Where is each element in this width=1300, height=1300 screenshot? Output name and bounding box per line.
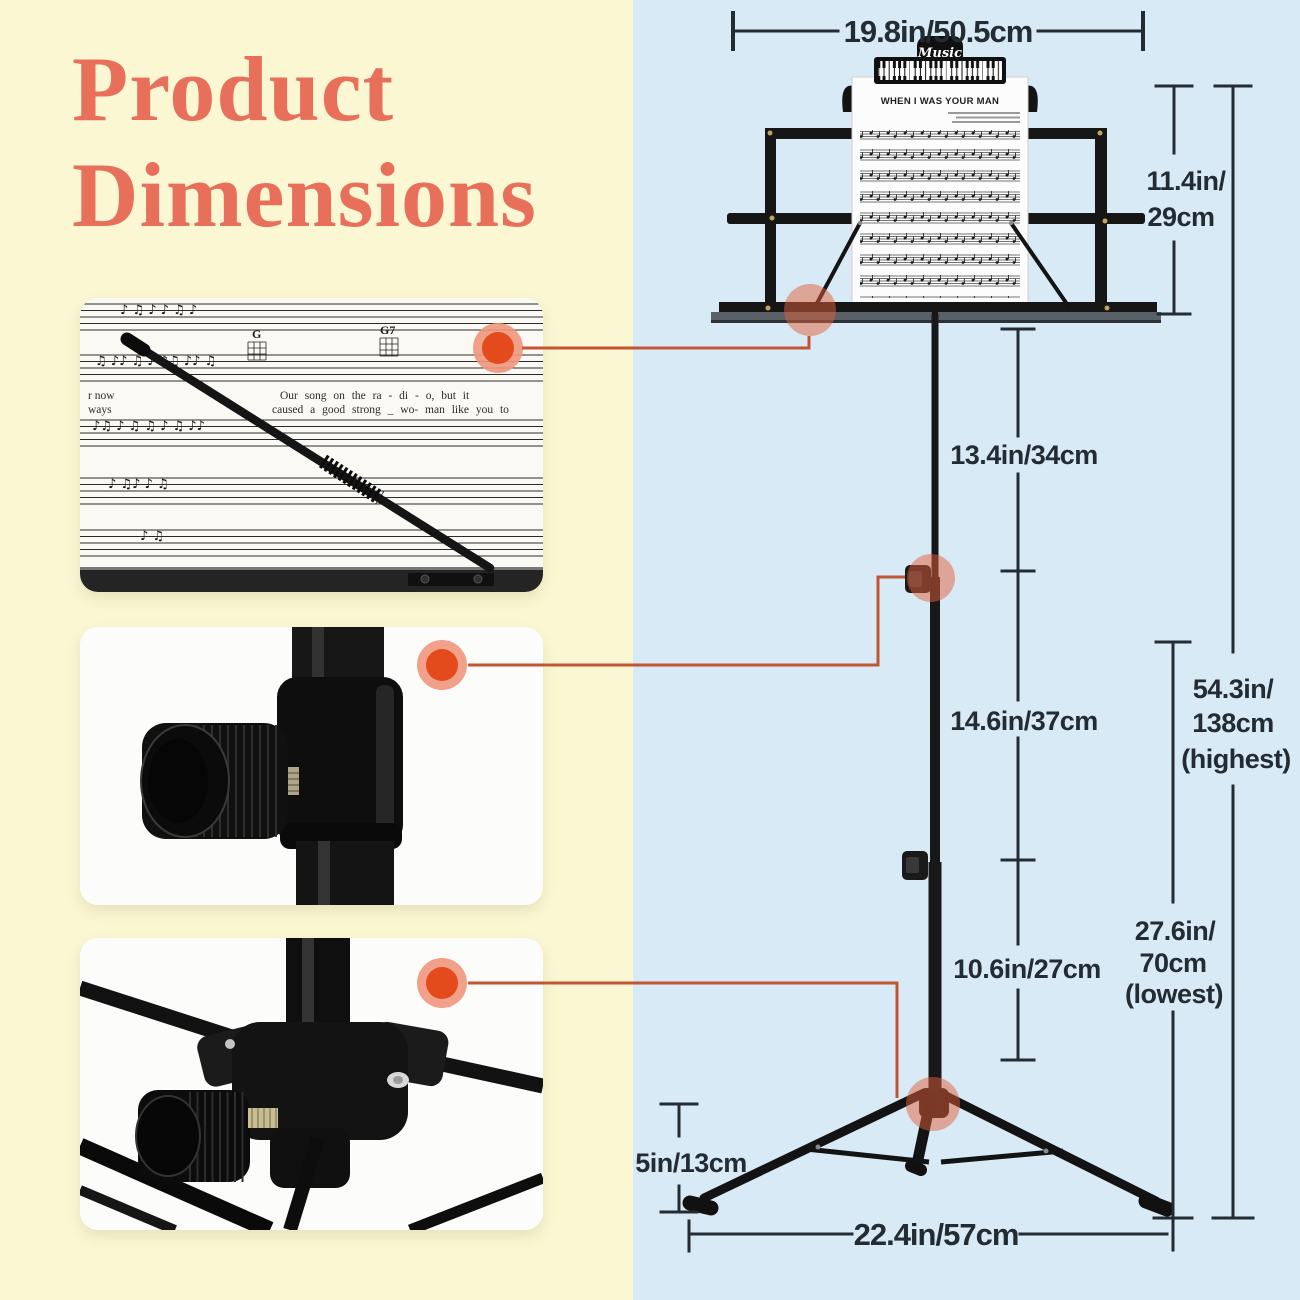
chord-grid-g7 — [379, 337, 399, 357]
knob-face — [135, 1095, 201, 1177]
pole-highlight — [312, 627, 324, 685]
lyric-line: caused a good strong _ wo- man like you … — [272, 404, 509, 416]
pole-upper-tube — [292, 627, 384, 685]
tripod-leg-lower-left — [80, 1138, 274, 1230]
tripod-leg-lower-left2 — [80, 1185, 177, 1230]
tripod-rear-leg — [283, 1135, 325, 1230]
hinge-screw — [420, 574, 430, 584]
screw-thread-lines — [283, 772, 299, 792]
callout-dot-icon — [426, 649, 458, 681]
callout-dot-icon — [482, 332, 514, 364]
photo-background — [80, 298, 543, 592]
pole-lower-tube — [296, 841, 394, 905]
inset-photo-sheet-music: ♪ ♫ ♪ ♪ ♫ ♪ ♫ ♪♪ ♫ ♪ ♪♫ ♪♪ ♫ ♪♫ ♪ ♫ ♫ ♪ … — [80, 298, 543, 592]
screw-thread-lines — [251, 1108, 277, 1128]
tripod-leg-lower-right — [407, 1172, 543, 1230]
desk-edge-highlight — [80, 567, 543, 571]
collar-highlight — [376, 685, 394, 835]
music-notes-row: ♪ ♫ ♪ ♪ ♫ ♪ — [120, 303, 197, 318]
pole-highlight — [302, 938, 314, 1038]
callout-dot-icon — [426, 967, 458, 999]
page-title-line2: Dimensions — [72, 144, 537, 246]
page-holder-rod — [129, 339, 495, 573]
knob-face-inner — [148, 739, 208, 823]
chord-label-g7: G7 — [380, 323, 395, 337]
rivet — [225, 1039, 235, 1049]
page-title-line1: Product — [72, 38, 395, 140]
music-notes-row: ♪ ♫♪ ♪ ♫ — [108, 477, 169, 492]
inset-tripod-drawing — [80, 938, 543, 1230]
chord-label-g: G — [252, 327, 261, 341]
lyric-line: Our song on the ra - di - o, but it — [280, 390, 470, 402]
music-notes-row: ♪ ♫ — [140, 529, 164, 544]
clamp-collar — [277, 677, 403, 845]
inset-photo-adjust-knob — [80, 627, 543, 905]
rod-tip-cap — [120, 332, 151, 357]
pole-highlight — [318, 841, 330, 905]
rivet-center — [393, 1076, 403, 1084]
hinge-screw — [473, 574, 483, 584]
inset-knob-drawing — [80, 627, 543, 905]
inset-sheet-drawing: ♪ ♫ ♪ ♪ ♫ ♪ ♫ ♪♪ ♫ ♪ ♪♫ ♪♪ ♫ ♪♫ ♪ ♫ ♫ ♪ … — [80, 298, 543, 592]
chord-grid-g — [247, 341, 267, 361]
page-title: Product Dimensions — [72, 36, 537, 248]
music-notes-row: ♪♫ ♪ ♫ ♫ ♪ ♫ ♪♪ — [92, 419, 205, 434]
rod-spring-coil — [318, 454, 385, 505]
center-pole — [286, 938, 350, 1038]
lyric-fragment: ways — [88, 404, 112, 416]
right-panel-background — [633, 0, 1300, 1300]
lyric-fragment: r now — [88, 390, 115, 402]
inset-photo-tripod-joint — [80, 938, 543, 1230]
staff-lines — [80, 303, 543, 557]
tripod-leg-upper-left — [80, 980, 238, 1046]
